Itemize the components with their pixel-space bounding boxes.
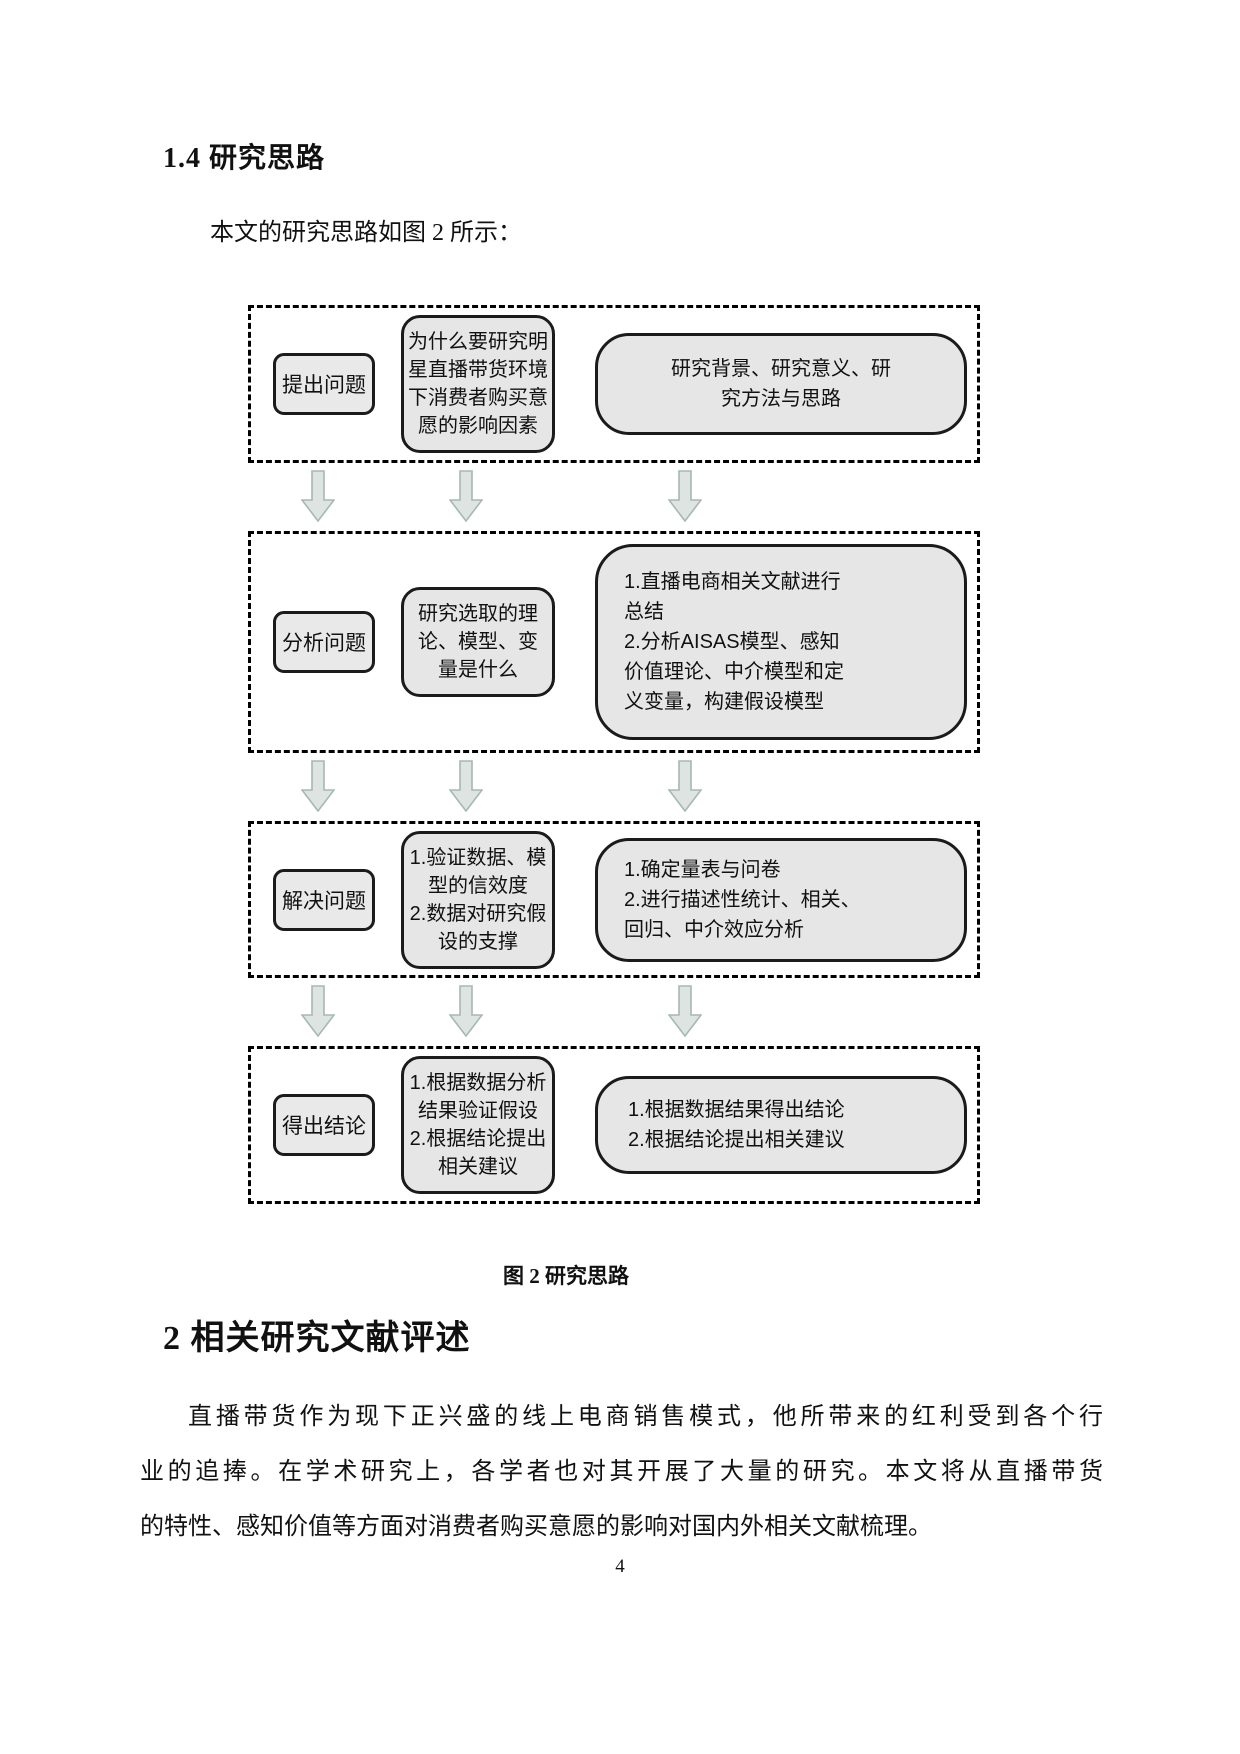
paragraph-line: 直播带货作为现下正兴盛的线上电商销售模式，他所带来的红利受到各个行 (188, 1404, 1103, 1430)
flow-row-solve-question: 解决问题 1.验证数据、模 型的信效度 2.数据对研究假 设的支撑 1.确定量表… (248, 821, 980, 978)
section-heading-1-4: 1.4 研究思路 (163, 143, 326, 174)
flow-row-draw-conclusion: 得出结论 1.根据数据分析 结果验证假设 2.根据结论提出 相关建议 1.根据数… (248, 1046, 980, 1204)
flow-arrow-gap (248, 463, 980, 531)
flow-right-box: 1.确定量表与问卷 2.进行描述性统计、相关、 回归、中介效应分析 (595, 837, 967, 962)
paragraph-line: 的特性、感知价值等方面对消费者购买意愿的影响对国内外相关文献梳理。 (140, 1514, 932, 1540)
down-arrow-icon (668, 760, 702, 812)
paragraph-line: 业的追捧。在学术研究上，各学者也对其开展了大量的研究。本文将从直播带货 (140, 1459, 1103, 1485)
flow-right-box: 1.直播电商相关文献进行 总结 2.分析AISAS模型、感知 价值理论、中介模型… (595, 544, 967, 740)
flow-middle-box: 1.根据数据分析 结果验证假设 2.根据结论提出 相关建议 (401, 1056, 555, 1194)
flow-label-box: 分析问题 (273, 611, 375, 673)
flow-label-box: 解决问题 (273, 868, 375, 931)
down-arrow-icon (449, 470, 483, 522)
flow-arrow-gap (248, 978, 980, 1046)
flow-right-box: 1.根据数据结果得出结论 2.根据结论提出相关建议 (595, 1076, 967, 1174)
flow-middle-box: 1.验证数据、模 型的信效度 2.数据对研究假 设的支撑 (401, 830, 555, 969)
down-arrow-icon (301, 760, 335, 812)
flow-row-analyze-question: 分析问题 研究选取的理 论、模型、变 量是什么 1.直播电商相关文献进行 总结 … (248, 531, 980, 753)
down-arrow-icon (301, 985, 335, 1037)
body-paragraph: 直播带货作为现下正兴盛的线上电商销售模式，他所带来的红利受到各个行 业的追捧。在… (140, 1390, 1103, 1555)
down-arrow-icon (668, 985, 702, 1037)
page-number: 4 (615, 1556, 625, 1577)
figure-caption: 图 2 研究思路 (503, 1264, 629, 1288)
flow-arrow-gap (248, 753, 980, 821)
flow-label-box: 得出结论 (273, 1094, 375, 1156)
flow-row-raise-question: 提出问题 为什么要研究明 星直播带货环境 下消费者购买意 愿的影响因素 研究背景… (248, 305, 980, 463)
down-arrow-icon (449, 985, 483, 1037)
down-arrow-icon (301, 470, 335, 522)
flow-middle-box: 研究选取的理 论、模型、变 量是什么 (401, 587, 555, 697)
down-arrow-icon (668, 470, 702, 522)
flow-label-box: 提出问题 (273, 353, 375, 415)
flow-right-box: 研究背景、研究意义、研 究方法与思路 (595, 333, 967, 435)
down-arrow-icon (449, 760, 483, 812)
section-heading-2: 2 相关研究文献评述 (163, 1320, 471, 1357)
flow-middle-box: 为什么要研究明 星直播带货环境 下消费者购买意 愿的影响因素 (401, 315, 555, 453)
intro-text: 本文的研究思路如图 2 所示： (210, 220, 522, 246)
research-flowchart: 提出问题 为什么要研究明 星直播带货环境 下消费者购买意 愿的影响因素 研究背景… (248, 305, 980, 1204)
